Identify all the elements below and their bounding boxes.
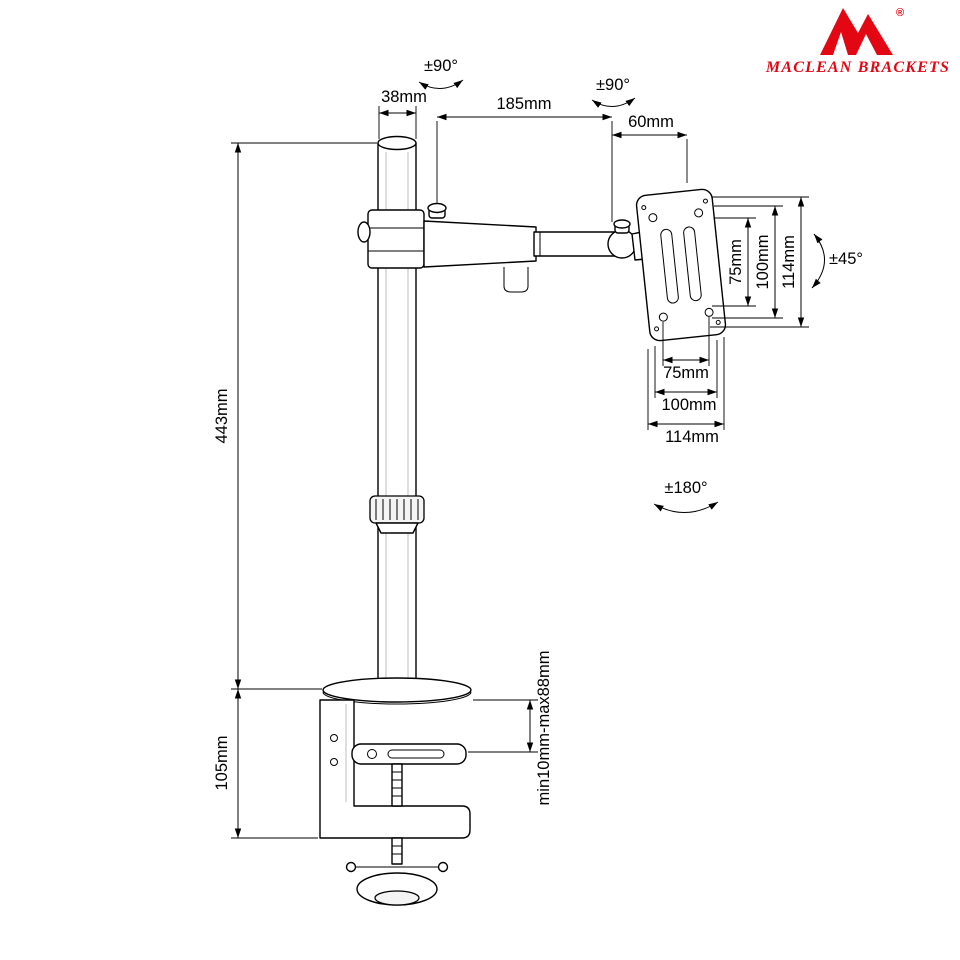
dim-vesa-vertical-100: 100mm xyxy=(712,205,783,319)
dim-head-offset: 60mm xyxy=(612,113,688,183)
arm-outer-segment xyxy=(423,220,537,268)
rotation-arm-label: ±90° xyxy=(596,76,630,94)
dim-clamp-height: 105mm xyxy=(213,689,318,839)
pole-height-label: 443mm xyxy=(213,388,231,443)
tilt-label: ±45° xyxy=(829,250,863,268)
vesa-hole-small xyxy=(641,205,647,211)
brand-logo: ® MACLEAN BRACKETS xyxy=(765,7,950,76)
clamp-height-label: 105mm xyxy=(213,735,231,790)
clamp-knob xyxy=(356,872,438,906)
dim-desk-thickness: min10mm-max88mm xyxy=(468,651,553,806)
vesa-vertical-100-label: 100mm xyxy=(754,234,772,289)
head-offset-label: 60mm xyxy=(628,113,674,131)
pad-bolt xyxy=(367,749,377,759)
vesa-vertical-114-label: 114mm xyxy=(780,235,798,289)
vesa-slot xyxy=(660,228,679,304)
vesa-horizontal-75-label: 75mm xyxy=(663,364,709,382)
dim-arm-length: 185mm xyxy=(436,95,613,222)
brand-wordmark: MACLEAN BRACKETS xyxy=(765,59,950,76)
pole-clamp-joint xyxy=(357,209,425,269)
dim-tilt: ±45° xyxy=(811,233,863,289)
dim-pole-height: 443mm xyxy=(213,142,377,690)
vesa-hole xyxy=(648,213,658,223)
dim-vesa-horizontal-75: 75mm xyxy=(662,317,710,382)
vesa-vertical-75-label: 75mm xyxy=(727,239,745,285)
dim-vesa-horizontal-100: 100mm xyxy=(654,340,718,414)
dim-swivel: ±180° xyxy=(653,479,719,513)
vesa-hole xyxy=(704,307,714,317)
vesa-hole-small xyxy=(715,319,721,325)
rotation-pole-label: ±90° xyxy=(424,57,458,75)
vesa-hole xyxy=(658,312,668,322)
vesa-hole-small xyxy=(702,198,708,204)
vesa-horizontal-100-label: 100mm xyxy=(661,396,716,414)
bracket-hole xyxy=(330,758,338,766)
clamp-bracket xyxy=(319,699,471,839)
pole-cap xyxy=(377,135,417,151)
desk-plate-rim xyxy=(322,691,472,705)
arm-length-label: 185mm xyxy=(496,95,551,113)
vesa-hole-small xyxy=(654,326,660,332)
arm-pivot-screw xyxy=(427,202,447,219)
desk-thickness-label: min10mm-max88mm xyxy=(535,651,553,806)
arm-group xyxy=(423,202,656,293)
vesa-slot xyxy=(683,226,702,302)
desk-plate xyxy=(322,677,472,703)
desk-clamp-group xyxy=(319,677,472,906)
vesa-hole xyxy=(694,208,704,218)
height-adjust-collar xyxy=(369,495,425,534)
swivel-label: ±180° xyxy=(664,479,707,497)
joint-knob xyxy=(357,221,371,243)
brand-m-icon xyxy=(820,8,893,55)
clamp-pad xyxy=(351,743,467,765)
vesa-horizontal-114-label: 114mm xyxy=(665,428,719,446)
dim-vesa-vertical-114: 114mm xyxy=(710,196,809,328)
pole-diameter-label: 38mm xyxy=(381,88,427,106)
dim-rotation-pole: ±90° xyxy=(418,57,464,90)
vesa-plate xyxy=(635,188,727,342)
bracket-hole xyxy=(330,734,338,742)
dim-rotation-arm: ±90° xyxy=(591,76,636,108)
clamp-screw xyxy=(391,763,403,865)
brand-registered: ® xyxy=(896,7,904,19)
dim-pole-diameter: 38mm xyxy=(378,88,427,139)
dim-vesa-horizontal-114: 114mm xyxy=(647,337,725,446)
clamp-handle xyxy=(345,861,449,873)
dim-vesa-vertical-75: 75mm xyxy=(712,217,756,307)
cable-clip xyxy=(503,267,529,293)
pad-slot xyxy=(387,749,445,759)
vesa-plate-group xyxy=(635,188,727,342)
